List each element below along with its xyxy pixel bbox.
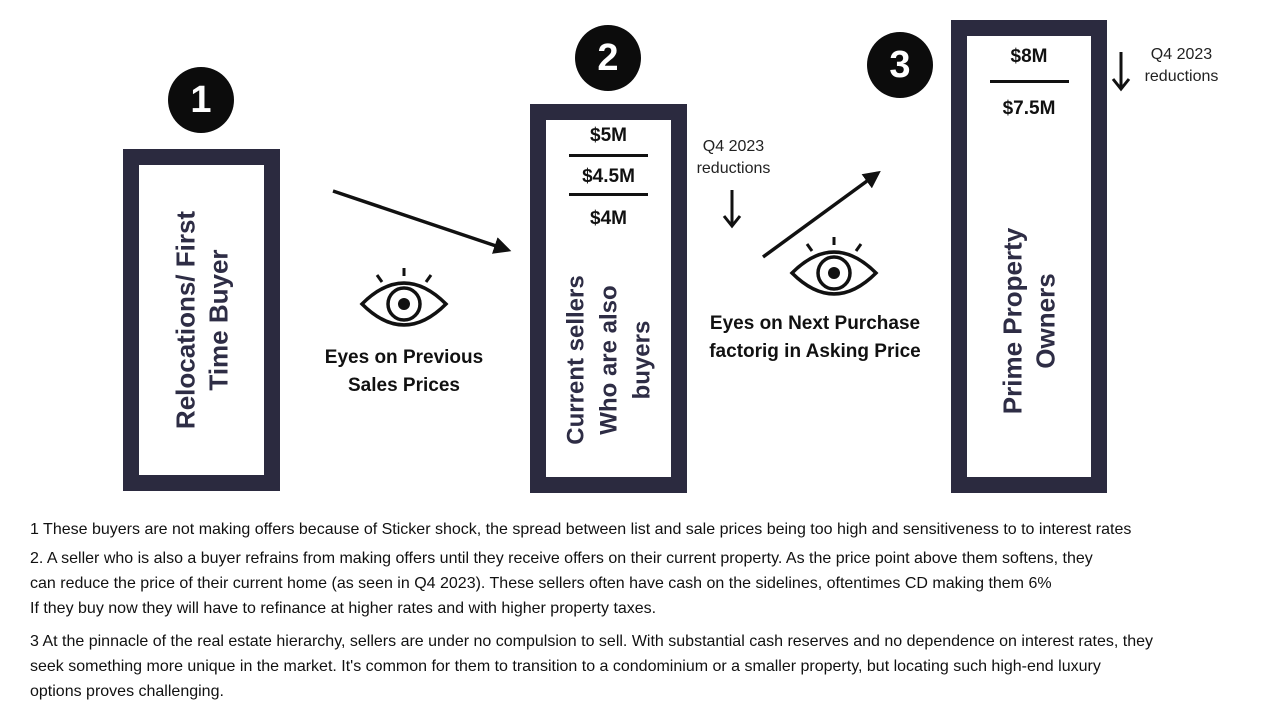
eye-icon xyxy=(789,237,879,296)
note-paragraph-2: 2. A seller who is also a buyer refrains… xyxy=(30,547,1260,621)
caption-eyes-on-previous-sales-prices: Eyes on Previous Sales Prices xyxy=(296,344,512,399)
note-paragraph-line: 2. A seller who is also a buyer refrains… xyxy=(30,550,1093,567)
arrow-icon xyxy=(761,170,881,259)
price-divider xyxy=(569,154,648,157)
note-paragraph-line: options proves challenging. xyxy=(30,682,224,700)
price-divider xyxy=(990,80,1069,83)
arrow-icon xyxy=(332,189,512,254)
price-divider xyxy=(569,193,648,196)
caption-eyes-on-next-purchase: Eyes on Next Purchase factorig in Asking… xyxy=(690,310,940,365)
column-current-sellers-also-buyers: $5M $4.5M $4M Current sellers Who are al… xyxy=(530,104,687,493)
q4-reductions-note: Q4 2023 reductions xyxy=(676,136,791,181)
note-paragraph-line: can reduce the price of their current ho… xyxy=(30,574,1052,592)
note-paragraph-line: seek something more unique in the market… xyxy=(30,657,1101,675)
arrow-down-icon xyxy=(1111,52,1131,92)
price-5m: $5M xyxy=(590,125,627,146)
price-4m: $4M xyxy=(590,208,627,229)
note-paragraph-3: 3 At the pinnacle of the real estate hie… xyxy=(30,630,1260,704)
note-line: Q4 2023 xyxy=(1150,46,1213,63)
column-prime-property-owners: $8M $7.5M Prime Property Owners xyxy=(951,20,1107,493)
note-paragraph-line: 1 These buyers are not making offers bec… xyxy=(30,521,1132,538)
price-7-5m: $7.5M xyxy=(1002,98,1056,119)
price-4-5m: $4.5M xyxy=(582,166,635,187)
caption-line: factorig in Asking Price xyxy=(709,340,921,362)
caption-line: Sales Prices xyxy=(348,374,460,396)
step-3-badge: 3 xyxy=(867,32,933,98)
eye-icon xyxy=(359,268,449,327)
note-paragraph-line: If they buy now they will have to refina… xyxy=(30,599,657,617)
caption-line: Eyes on Previous xyxy=(324,347,484,368)
note-paragraph-1: 1 These buyers are not making offers bec… xyxy=(30,518,1260,543)
note-line: reductions xyxy=(696,160,771,178)
caption-line: Eyes on Next Purchase xyxy=(709,313,921,334)
column-relocations-first-time-buyer: Relocations/ First Time Buyer xyxy=(123,149,280,491)
note-paragraph-line: 3 At the pinnacle of the real estate hie… xyxy=(30,633,1154,650)
note-line: reductions xyxy=(1144,68,1219,86)
q4-reductions-note: Q4 2023 reductions xyxy=(1124,44,1239,89)
note-line: Q4 2023 xyxy=(702,138,765,155)
arrow-down-icon xyxy=(722,190,742,229)
price-8m: $8M xyxy=(1010,46,1048,67)
step-1-badge: 1 xyxy=(168,67,234,133)
step-2-badge: 2 xyxy=(575,25,641,91)
